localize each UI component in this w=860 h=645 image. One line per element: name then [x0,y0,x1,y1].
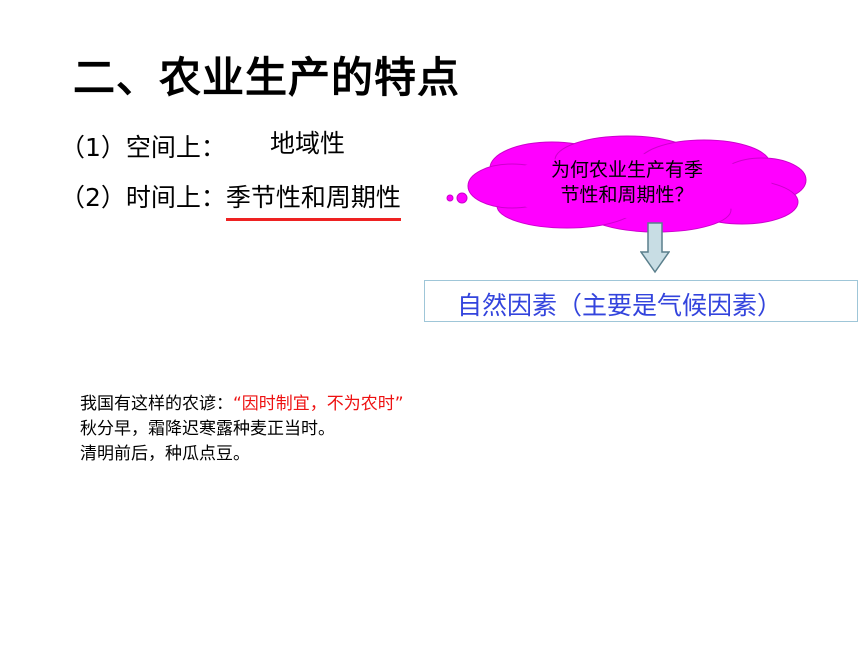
proverb-line: 清明前后，种瓜点豆。 [80,444,250,464]
answer-text: 自然因素（主要是气候因素） [457,291,783,320]
cloud-tail-dot-large [456,192,468,204]
feature-time-row: （2）时间上：季节性和周期性 [60,178,401,221]
slide-title: 二、农业生产的特点 [73,53,461,102]
feature-time-label: （2）时间上： [60,183,226,212]
feature-space-label-text: （1）空间上： [60,133,226,162]
feature-time-value-wrap: 季节性和周期性 [225,178,401,221]
proverb-quote: “因时制宜，不为农时” [233,394,404,414]
feature-time-value: 季节性和周期性 [225,183,401,212]
callout-text: 为何农业生产有季 节性和周期性？ [502,158,752,208]
down-arrow-icon [639,222,671,278]
cloud-shape [446,135,807,233]
callout-line-2: 节性和周期性？ [560,184,694,206]
feature-space-value: 地域性 [270,129,346,158]
proverb-line: 秋分早，霜降迟寒露种麦正当时。 [80,419,335,439]
proverbs-block: 我国有这样的农谚：“因时制宜，不为农时” 秋分早，霜降迟寒露种麦正当时。 清明前… [80,392,404,467]
cloud-tail-dot-small [446,194,454,202]
feature-space-label: （1）空间上： [60,128,226,164]
question-callout-cloud: 为何农业生产有季 节性和周期性？ [442,130,812,240]
red-underline [225,218,401,221]
proverb-intro: 我国有这样的农谚： [80,394,233,414]
answer-box: 自然因素（主要是气候因素） [424,280,858,322]
proverb-intro-line: 我国有这样的农谚：“因时制宜，不为农时” [80,392,404,417]
callout-line-1: 为何农业生产有季 [550,159,703,181]
